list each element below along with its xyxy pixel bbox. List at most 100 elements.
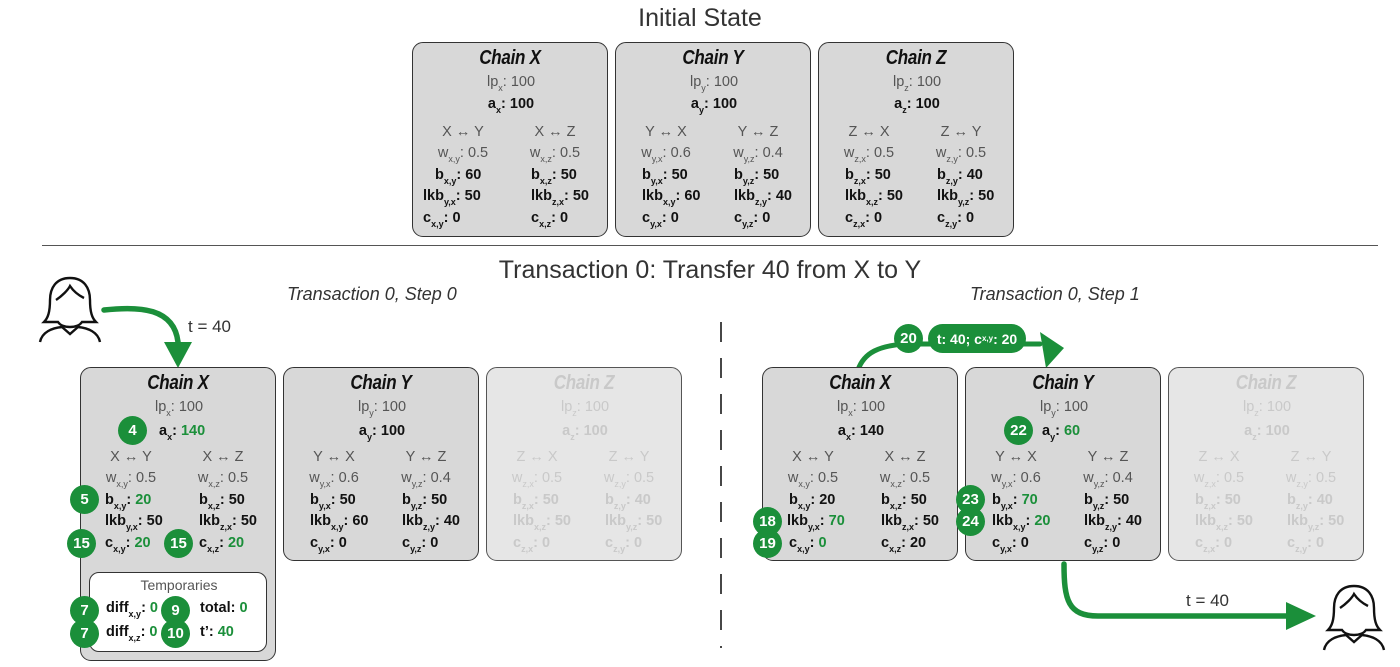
c-zx: cz,x: 0 bbox=[845, 210, 883, 229]
lkb-xz: lkbx,z: 50 bbox=[1195, 513, 1253, 532]
lp-y: lpy: 100 bbox=[689, 74, 739, 93]
lkb-yx: lkby,x: 50 bbox=[423, 188, 481, 207]
step0-chain-z: Chain Z lpz: 100 az: 100 Z ↔ X Z ↔ Y wz,… bbox=[486, 367, 682, 561]
pair-label: Z ↔ Y bbox=[1290, 449, 1332, 465]
chain-name: Chain Y bbox=[1032, 372, 1094, 394]
lkb-zx: lkbz,x: 50 bbox=[199, 513, 257, 532]
b-xy: bx,y: 20 bbox=[105, 492, 152, 511]
a-x: ax: 140 bbox=[159, 423, 206, 442]
c-xz: cx,z: 0 bbox=[531, 210, 569, 229]
lp-x: lpx: 100 bbox=[486, 74, 536, 93]
pair-label: Z ↔ X bbox=[848, 124, 890, 140]
lkb-zx: lkbz,x: 50 bbox=[881, 513, 939, 532]
lkb-yz: lkby,z: 50 bbox=[937, 188, 995, 207]
c-yz: cy,z: 0 bbox=[734, 210, 771, 229]
pair-label: X ↔ Z bbox=[534, 124, 576, 140]
a-y: ay: 100 bbox=[358, 423, 406, 442]
b-xz: bx,z: 50 bbox=[881, 492, 927, 511]
c-yz: cy,z: 0 bbox=[402, 535, 439, 554]
c-yz: cy,z: 0 bbox=[1084, 535, 1121, 554]
c-yx: cy,x: 0 bbox=[642, 210, 679, 229]
lkb-yx: lkby,x: 70 bbox=[787, 513, 845, 532]
lp-z: lpz: 100 bbox=[560, 399, 610, 418]
b-yz: by,z: 50 bbox=[734, 167, 780, 186]
step-badge: 15 bbox=[164, 529, 193, 558]
temporaries-title: Temporaries bbox=[140, 577, 218, 593]
b-zy: bz,y: 40 bbox=[1287, 492, 1333, 511]
transfer-arrow-in bbox=[101, 305, 192, 368]
initial-chain-y: Chain Y lpy: 100 ay: 100 Y ↔ X Y ↔ Z wy,… bbox=[615, 42, 811, 237]
lkb-xy: lkbx,y: 60 bbox=[310, 513, 369, 532]
w-yz: wy,z: 0.4 bbox=[401, 470, 451, 489]
lp-z: lpz: 100 bbox=[1242, 399, 1292, 418]
step-badge: 20 bbox=[894, 324, 923, 353]
step1-chain-y: Chain Y lpy: 100 ay: 60 Y ↔ X Y ↔ Z wy,x… bbox=[965, 367, 1161, 561]
c-xy: cx,y: 0 bbox=[789, 535, 827, 554]
lkb-yz: lkby,z: 50 bbox=[605, 513, 663, 532]
total: total: 0 bbox=[200, 600, 248, 616]
lkb-yz: lkby,z: 50 bbox=[1287, 513, 1345, 532]
lkb-xy: lkbx,y: 20 bbox=[992, 513, 1051, 532]
w-xy: wx,y: 0.5 bbox=[787, 470, 839, 489]
b-xy: bx,y: 60 bbox=[435, 167, 482, 186]
pair-label: Z ↔ X bbox=[516, 449, 558, 465]
pair-label: X ↔ Z bbox=[202, 449, 244, 465]
pair-label: Y ↔ X bbox=[645, 124, 687, 140]
a-x: ax: 140 bbox=[837, 423, 885, 442]
step-badge: 22 bbox=[1004, 416, 1033, 445]
chain-name: Chain Z bbox=[553, 372, 615, 394]
w-yx: wy,x: 0.6 bbox=[991, 470, 1041, 489]
initial-chain-z: Chain Z lpz: 100 az: 100 Z ↔ X Z ↔ Y wz,… bbox=[818, 42, 1014, 237]
transfer-arrow-out bbox=[1061, 561, 1316, 630]
chain-name: Chain X bbox=[147, 372, 209, 394]
b-zx: bz,x: 50 bbox=[845, 167, 891, 186]
c-yx: cy,x: 0 bbox=[310, 535, 347, 554]
b-zy: bz,y: 40 bbox=[937, 167, 983, 186]
w-yz: wy,z: 0.4 bbox=[1083, 470, 1133, 489]
step-badge: 24 bbox=[956, 507, 985, 536]
a-z: az: 100 bbox=[1244, 423, 1290, 442]
chain-name: Chain X bbox=[479, 47, 541, 69]
step1-chain-x: Chain X lpx: 100 ax: 140 X ↔ Y X ↔ Z wx,… bbox=[762, 367, 958, 561]
pair-label: X ↔ Z bbox=[884, 449, 926, 465]
b-xy: bx,y: 20 bbox=[789, 492, 836, 511]
pair-label: Y ↔ Z bbox=[405, 449, 447, 465]
w-zx: wz,x: 0.5 bbox=[511, 470, 563, 489]
a-y: ay: 60 bbox=[1042, 423, 1081, 442]
a-x: ax: 100 bbox=[487, 96, 535, 115]
w-zy: wz,y: 0.5 bbox=[603, 470, 655, 489]
step1-chain-z: Chain Z lpz: 100 az: 100 Z ↔ X Z ↔ Y wz,… bbox=[1168, 367, 1364, 561]
w-zx: wz,x: 0.5 bbox=[1193, 470, 1245, 489]
chain-name: Chain Y bbox=[682, 47, 744, 69]
chain-name: Chain Z bbox=[885, 47, 947, 69]
step-badge: 15 bbox=[67, 529, 96, 558]
initial-state-title: Initial State bbox=[638, 4, 762, 32]
lp-x: lpx: 100 bbox=[836, 399, 886, 418]
lkb-zx: lkbz,x: 50 bbox=[531, 188, 589, 207]
pair-label: Y ↔ X bbox=[995, 449, 1037, 465]
a-z: az: 100 bbox=[894, 96, 940, 115]
chain-name: Chain Y bbox=[350, 372, 412, 394]
lkb-zy: lkbz,y: 40 bbox=[1084, 513, 1142, 532]
w-zy: wz,y: 0.5 bbox=[935, 145, 987, 164]
user-icon bbox=[38, 276, 102, 343]
pair-label: X ↔ Y bbox=[442, 124, 484, 140]
pair-label: Y ↔ Z bbox=[1087, 449, 1129, 465]
b-zy: bz,y: 40 bbox=[605, 492, 651, 511]
lkb-zy: lkbz,y: 40 bbox=[402, 513, 460, 532]
b-yx: by,x: 50 bbox=[642, 167, 688, 186]
diff-xz: diffx,z: 0 bbox=[106, 624, 158, 643]
c-xz: cx,z: 20 bbox=[199, 535, 245, 554]
c-zy: cz,y: 0 bbox=[605, 535, 643, 554]
w-xy: wx,y: 0.5 bbox=[437, 145, 489, 164]
c-xy: cx,y: 20 bbox=[105, 535, 151, 554]
chain-name: Chain Z bbox=[1235, 372, 1297, 394]
a-y: ay: 100 bbox=[690, 96, 738, 115]
transaction-title: Transaction 0: Transfer 40 from X to Y bbox=[498, 256, 922, 284]
diff-xy: diffx,y: 0 bbox=[106, 600, 158, 619]
c-yx: cy,x: 0 bbox=[992, 535, 1029, 554]
lp-x: lpx: 100 bbox=[154, 399, 204, 418]
b-yz: by,z: 50 bbox=[1084, 492, 1130, 511]
step-badge: 7 bbox=[70, 619, 99, 648]
